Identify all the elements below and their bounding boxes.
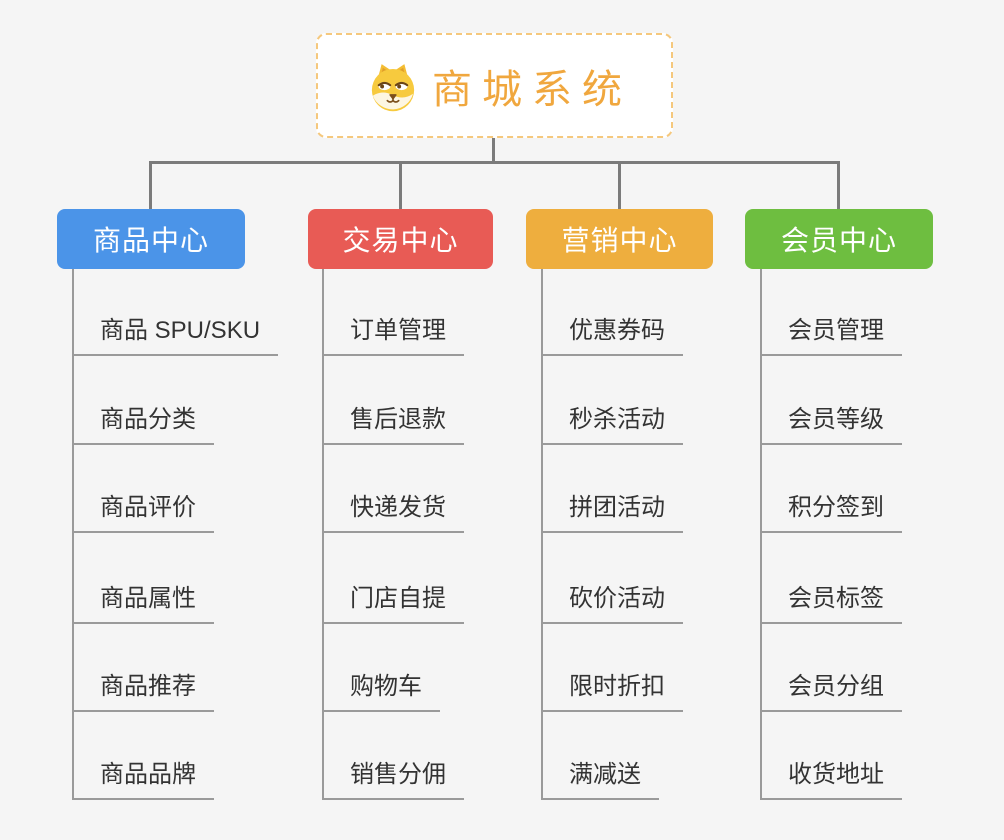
subtopic-item[interactable]: 商品属性 — [72, 583, 214, 624]
subtopic-item[interactable]: 快递发货 — [322, 492, 464, 533]
branch-children-product-center: 商品 SPU/SKU 商品分类 商品评价 商品属性 商品推荐 商品品牌 — [72, 269, 279, 800]
connector-horizontal-rail — [149, 161, 839, 164]
subtopic-item[interactable]: 商品分类 — [72, 404, 214, 445]
subtopic-item[interactable]: 收货地址 — [760, 759, 902, 800]
branch-children-member-center: 会员管理 会员等级 积分签到 会员标签 会员分组 收货地址 — [760, 269, 902, 800]
subtopic-item[interactable]: 商品推荐 — [72, 671, 214, 712]
subtopic-item[interactable]: 限时折扣 — [541, 671, 683, 712]
subtopic-item[interactable]: 砍价活动 — [541, 583, 683, 624]
branch-header-marketing-center[interactable]: 营销中心 — [526, 209, 713, 269]
subtopic-item[interactable]: 满减送 — [541, 759, 659, 800]
connector-branch-stem — [618, 161, 621, 211]
subtopic-item[interactable]: 积分签到 — [760, 492, 902, 533]
subtopic-item[interactable]: 会员标签 — [760, 583, 902, 624]
subtopic-item[interactable]: 销售分佣 — [322, 759, 464, 800]
connector-branch-stem — [399, 161, 402, 211]
branch-children-marketing-center: 优惠券码 秒杀活动 拼团活动 砍价活动 限时折扣 满减送 — [541, 269, 683, 800]
root-node[interactable]: 商城系统 — [316, 33, 673, 138]
connector-branch-stem — [149, 161, 152, 211]
subtopic-item[interactable]: 优惠券码 — [541, 315, 683, 356]
subtopic-item[interactable]: 会员分组 — [760, 671, 902, 712]
subtopic-item[interactable]: 售后退款 — [322, 404, 464, 445]
subtopic-item[interactable]: 商品评价 — [72, 492, 214, 533]
root-title: 商城系统 — [432, 67, 632, 112]
dog-face-icon — [367, 60, 419, 112]
subtopic-item[interactable]: 商品品牌 — [72, 759, 214, 800]
subtopic-item[interactable]: 购物车 — [322, 671, 440, 712]
subtopic-item[interactable]: 商品 SPU/SKU — [72, 315, 279, 356]
subtopic-item[interactable]: 拼团活动 — [541, 492, 683, 533]
connector-root-stem — [492, 138, 495, 164]
branch-header-product-center[interactable]: 商品中心 — [57, 209, 245, 269]
subtopic-item[interactable]: 会员等级 — [760, 404, 902, 445]
branch-header-member-center[interactable]: 会员中心 — [745, 209, 933, 269]
branch-header-trade-center[interactable]: 交易中心 — [308, 209, 493, 269]
subtopic-item[interactable]: 会员管理 — [760, 315, 902, 356]
branch-children-trade-center: 订单管理 售后退款 快递发货 门店自提 购物车 销售分佣 — [322, 269, 464, 800]
subtopic-item[interactable]: 门店自提 — [322, 583, 464, 624]
subtopic-item[interactable]: 订单管理 — [322, 315, 464, 356]
connector-branch-stem — [837, 161, 840, 211]
subtopic-item[interactable]: 秒杀活动 — [541, 404, 683, 445]
